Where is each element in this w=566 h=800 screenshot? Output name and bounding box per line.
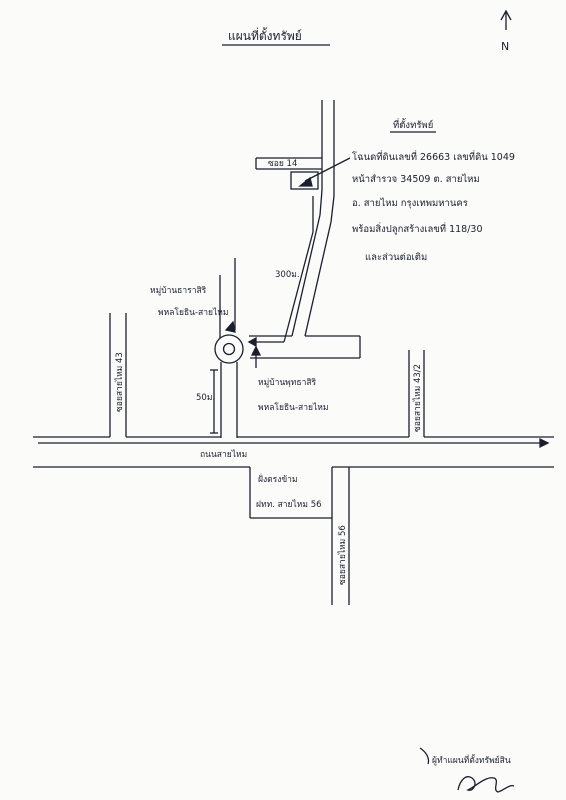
soi-14-road <box>255 157 322 170</box>
property-marker-box <box>290 171 319 190</box>
north-arrow-icon <box>500 9 512 30</box>
distance-300m: 300ม. <box>275 270 300 280</box>
soi-14-label: ซอย 14 <box>268 159 297 169</box>
property-arrow-icon <box>298 176 313 187</box>
dimension-50m <box>210 369 218 434</box>
property-line-1: โฉนดที่ดินเลขที่ 26663 เลขที่ดิน 1049 <box>352 150 515 163</box>
property-pointer <box>304 157 351 182</box>
signature-icon <box>457 776 515 793</box>
soi-sai-mai-43-2-road <box>408 350 425 437</box>
village-1-arrow-icon <box>224 320 236 333</box>
property-line-4: พร้อมสิ่งปลูกสร้างเลขที่ 118/30 <box>352 222 483 235</box>
roundabout-road <box>214 258 244 438</box>
main-soi-road <box>249 100 361 359</box>
landmark-line-1: ฝั่งตรงข้าม <box>258 473 298 485</box>
soi-sai-mai-43-2-label: ซอยสายไหม 43/2 <box>412 364 423 432</box>
map-title: แผนที่ตั้งทรัพย์ <box>228 27 302 43</box>
village-1-line-2: พหลโยธิน-สายไหม <box>158 307 228 318</box>
property-line-3: อ. สายไหม กรุงเทพมหานคร <box>352 197 468 209</box>
north-label: N <box>501 40 509 53</box>
property-heading: ที่ตั้งทรัพย์ <box>393 118 433 131</box>
signature-caption-mark <box>419 747 430 765</box>
sai-mai-road <box>33 436 554 468</box>
property-line-5: และส่วนต่อเติม <box>365 252 427 263</box>
village-2-line-1: หมู่บ้านพุทธาสิริ <box>258 377 317 388</box>
distance-50m: 50ม. <box>196 393 215 403</box>
route-line <box>247 196 314 348</box>
signature-caption: ผู้ทำแผนที่ตั้งทรัพย์สิน <box>432 754 511 766</box>
village-1-line-1: หมู่บ้านธาราสิริ <box>150 285 207 296</box>
village-2-arrow-icon <box>250 345 262 356</box>
village-2-line-2: พหลโยธิน-สายไหม <box>258 402 328 413</box>
landmark-line-2: ฝทท. สายไหม 56 <box>256 499 322 510</box>
soi-sai-mai-56-label: ซอยสายไหม 56 <box>337 525 348 585</box>
soi-sai-mai-43-label: ซอยสายไหม 43 <box>114 352 125 412</box>
property-line-2: หน้าสำรวจ 34509 ต. สายไหม <box>352 173 480 185</box>
sai-mai-road-label: ถนนสายไหม <box>200 449 247 460</box>
soi-sai-mai-43-road <box>109 313 127 437</box>
road-direction-arrow-icon <box>38 437 550 449</box>
landmark-box <box>249 467 333 605</box>
